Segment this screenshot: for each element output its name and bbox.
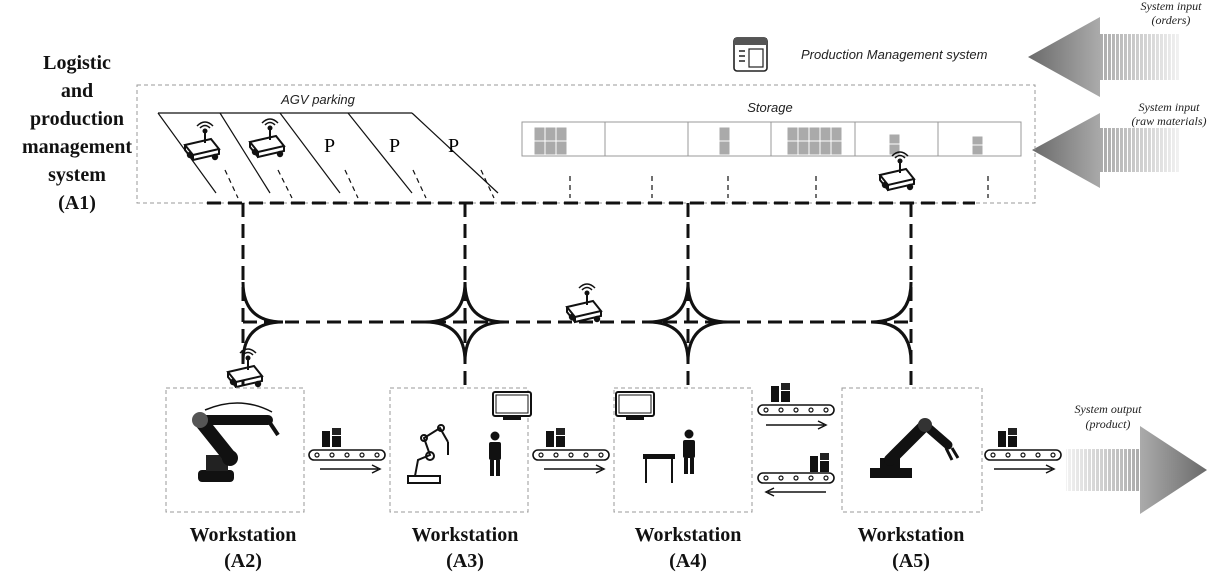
parking-slots xyxy=(157,112,499,194)
agv-icon xyxy=(227,348,263,389)
output-label-1: System output xyxy=(1075,402,1143,416)
conveyor-icon xyxy=(757,404,835,416)
title-line-2: and xyxy=(61,80,93,102)
agv-icon xyxy=(184,121,220,162)
workstation-a5-label: Workstation xyxy=(858,524,965,546)
box-icon xyxy=(810,453,829,472)
workstation-a4-label: Workstation xyxy=(635,524,742,546)
raw-label-1: System input xyxy=(1139,100,1201,114)
agv-icon xyxy=(879,151,915,192)
agv-path xyxy=(207,201,975,385)
title-line-5: system xyxy=(48,164,106,186)
workstation-a5-id: (A5) xyxy=(892,550,930,572)
workstation-a2-label: Workstation xyxy=(190,524,297,546)
output-product-arrow xyxy=(1066,426,1207,514)
box-icon xyxy=(771,383,790,402)
workstation-a4-id: (A4) xyxy=(669,550,707,572)
workstation-a2-box xyxy=(165,387,305,513)
window-icon xyxy=(733,37,768,72)
monitor-icon xyxy=(615,391,655,421)
workstation-a3-id: (A3) xyxy=(446,550,484,572)
title-line-3: production xyxy=(30,108,124,130)
parking-guides xyxy=(224,169,495,199)
robot-arm-icon xyxy=(870,418,960,478)
title-line-4: management xyxy=(22,136,132,158)
storage-rack xyxy=(521,121,1022,157)
storage-label: Storage xyxy=(747,100,793,115)
pms-label: Production Management system xyxy=(801,47,988,62)
conveyor-icon xyxy=(757,472,835,484)
agv-icon xyxy=(249,118,285,159)
orders-label-1: System input xyxy=(1141,0,1203,13)
orders-label-2: (orders) xyxy=(1152,13,1191,27)
raw-label-2: (raw materials) xyxy=(1132,114,1207,128)
parking-label: AGV parking xyxy=(280,92,355,107)
robot-arm-icon xyxy=(192,402,280,482)
conveyor-icon xyxy=(984,449,1062,461)
workstation-a2-id: (A2) xyxy=(224,550,262,572)
agv-icon xyxy=(566,283,602,324)
agv-junctions xyxy=(241,281,913,363)
parking-slot-p: P xyxy=(324,135,335,157)
parking-slot-p: P xyxy=(448,135,459,157)
parking-slot-p: P xyxy=(389,135,400,157)
conveyor-icon xyxy=(532,449,610,461)
monitor-icon xyxy=(492,391,532,421)
conveyor-icon xyxy=(308,449,386,461)
box-icon xyxy=(546,428,565,447)
storage-guides xyxy=(569,176,989,198)
box-icon xyxy=(322,428,341,447)
workstation-a5-box xyxy=(841,387,983,513)
box-icon xyxy=(998,428,1017,447)
robot-arm-icon xyxy=(407,424,449,484)
title-line-1: Logistic xyxy=(43,52,111,74)
output-label-2: (product) xyxy=(1086,417,1131,431)
input-raw-arrow xyxy=(1032,113,1180,188)
input-orders-arrow xyxy=(1028,17,1180,97)
title-line-6: (A1) xyxy=(58,192,96,214)
workbench-icon xyxy=(643,454,675,483)
workstation-a3-label: Workstation xyxy=(412,524,519,546)
